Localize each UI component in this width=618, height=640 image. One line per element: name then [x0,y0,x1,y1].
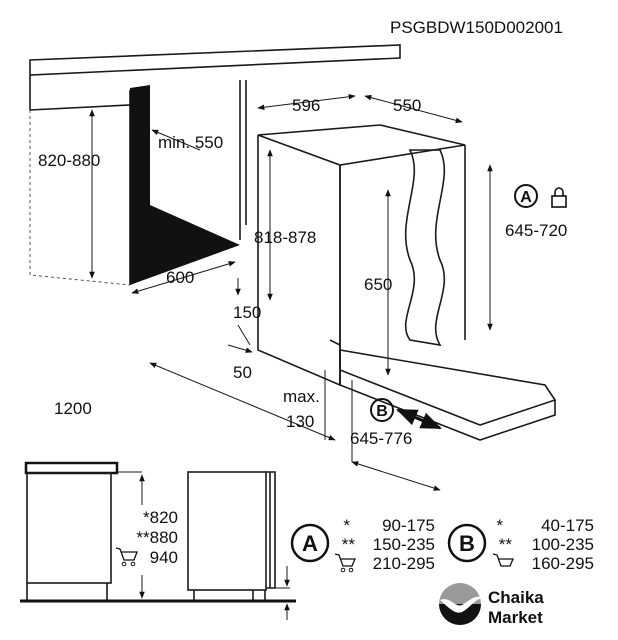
table-b-label: B [459,531,475,556]
table-b-mark-1: * [496,516,503,535]
table-a-value-1: 90-175 [382,516,435,535]
label-depth: 550 [393,96,421,115]
side-view-cabinet [20,461,296,603]
lock-icon [551,187,567,208]
table-b-value-2: 100-235 [532,535,594,554]
cart-icon [115,547,138,567]
niche-shadow [130,85,240,285]
label-panel-range: 645-776 [350,429,412,448]
table-b-value-3: 160-295 [532,554,594,573]
table-a: A * 90-175 ** 150-235 210-295 [290,516,435,573]
label-plinth-150: 150 [233,303,261,322]
height-star1: *820 [143,508,178,527]
label-door-inner: 650 [364,275,392,294]
chaika-market-logo: Chaika Market [439,583,544,627]
model-code: PSGBDW150D002001 [390,18,563,37]
table-a-value-3: 210-295 [373,554,435,573]
label-open-depth: 1200 [54,399,92,418]
label-door-height: 645-720 [505,221,567,240]
label-niche-height: 820-880 [38,151,100,170]
side-view-dishwasher [187,471,290,620]
height-star2: **880 [136,528,178,547]
cart-icon [492,553,514,567]
cart-icon [334,553,356,573]
table-b-value-1: 40-175 [541,516,594,535]
marker-b: B [370,398,394,422]
logo-line2: Market [488,608,543,627]
kitchen-niche [29,44,401,286]
logo-line1: Chaika [488,588,544,607]
table-b: B * 40-175 ** 100-235 160-295 [447,516,594,573]
marker-b-label: B [376,403,388,420]
label-width: 596 [292,96,320,115]
table-a-value-2: 150-235 [373,535,435,554]
table-a-mark-1: * [343,516,350,535]
height-cart: 940 [150,548,178,567]
marker-a-lock: A [514,184,567,208]
label-appliance-height: 818-878 [254,228,316,247]
open-door [339,349,557,426]
label-niche-width: 600 [166,268,194,287]
label-min-depth: min. 550 [158,133,223,152]
table-a-mark-2: ** [342,535,356,554]
table-a-label: A [302,531,318,556]
label-plinth-50: 50 [233,363,252,382]
label-max-130: max. [283,387,320,406]
table-b-mark-2: ** [499,535,513,554]
marker-a-label: A [520,189,532,206]
label-max-130-value: 130 [286,412,314,431]
